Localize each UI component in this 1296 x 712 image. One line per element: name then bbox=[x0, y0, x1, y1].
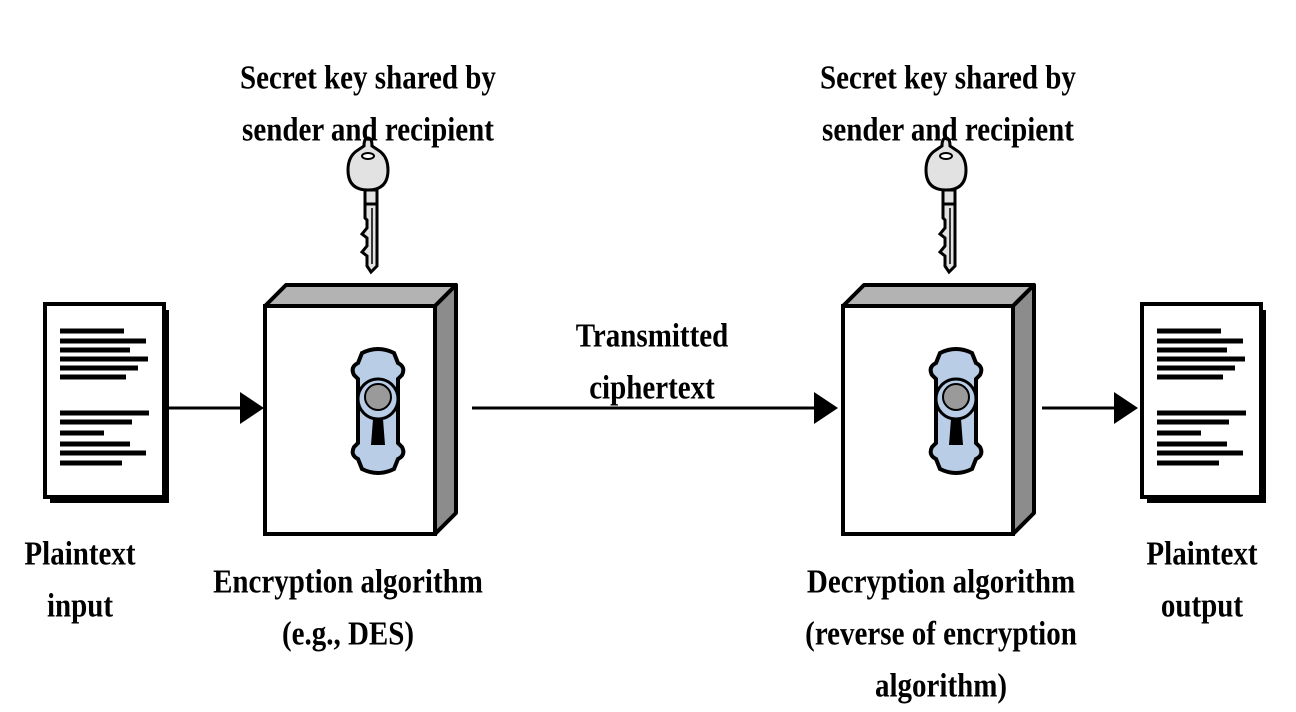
encryption-algorithm-box bbox=[263, 283, 458, 536]
plaintext-output-document-icon bbox=[1140, 302, 1266, 503]
arrow-icon bbox=[240, 392, 264, 424]
lock-icon bbox=[928, 347, 984, 475]
decryption-key-icon bbox=[924, 136, 968, 274]
decryption-key-label: Secret key shared by sender and recipien… bbox=[820, 59, 1076, 149]
decryption-algorithm-box bbox=[841, 283, 1036, 536]
arrow-icon bbox=[1114, 392, 1138, 424]
plaintext-output-label: Plaintext output bbox=[1146, 535, 1258, 625]
encryption-algorithm-label: Encryption algorithm (e.g., DES) bbox=[213, 563, 483, 653]
arrow-encryption-to-decryption bbox=[472, 392, 838, 424]
decryption-algorithm-label: Decryption algorithm (reverse of encrypt… bbox=[805, 563, 1077, 705]
encryption-key-icon bbox=[346, 136, 390, 274]
lock-icon bbox=[350, 347, 406, 475]
arrow-decryption-to-output bbox=[1042, 392, 1138, 424]
encryption-key-label: Secret key shared by sender and recipien… bbox=[240, 59, 496, 149]
plaintext-input-label: Plaintext input bbox=[24, 535, 136, 625]
plaintext-input-document-icon bbox=[43, 302, 169, 503]
arrow-icon bbox=[814, 392, 838, 424]
arrow-input-to-encryption bbox=[169, 392, 264, 424]
transmitted-ciphertext-label: Transmitted ciphertext bbox=[575, 317, 729, 407]
